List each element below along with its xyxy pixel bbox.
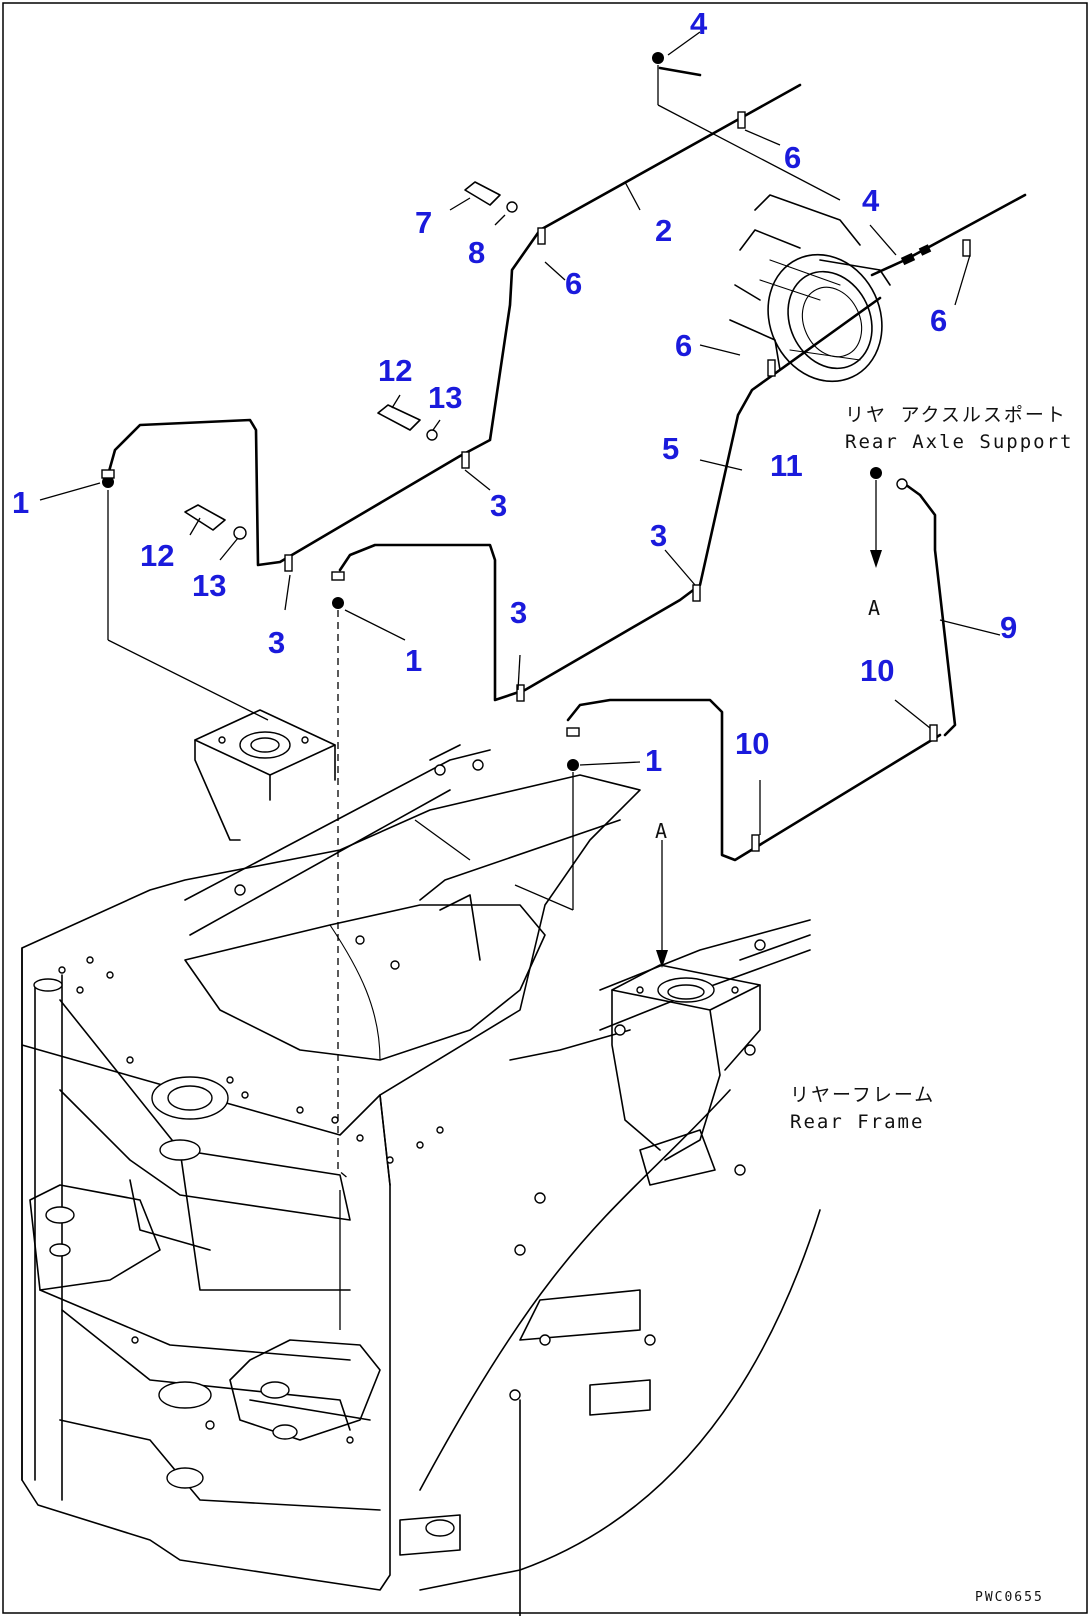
callout-5: 5 xyxy=(662,431,680,466)
callout-11: 11 xyxy=(770,448,803,483)
rear-frame-label-jp: リヤーフレーム xyxy=(790,1084,936,1106)
rear-frame xyxy=(21,774,821,1616)
callout-10: 10 xyxy=(860,653,895,688)
arrow-mark-a-upper: A xyxy=(868,596,880,620)
callout-8: 8 xyxy=(468,235,486,270)
rear-frame-label-en: Rear Frame xyxy=(790,1111,925,1133)
callout-4: 4 xyxy=(862,183,880,218)
callout-3: 3 xyxy=(490,488,508,523)
rear-axle-support-label-jp: リヤ アクスルスポート xyxy=(845,404,1067,426)
callout-7: 7 xyxy=(415,205,433,240)
right-support-bracket xyxy=(611,934,811,1186)
callout-6: 6 xyxy=(675,328,693,363)
fittings xyxy=(101,52,971,852)
callout-12: 12 xyxy=(140,538,175,573)
callout-13: 13 xyxy=(428,380,463,415)
arrow-mark-a-lower: A xyxy=(655,819,667,843)
callout-10: 10 xyxy=(735,726,770,761)
callout-1: 1 xyxy=(12,485,30,520)
leader-lines xyxy=(39,31,1001,1330)
callout-12: 12 xyxy=(378,353,413,388)
hydraulic-pipes xyxy=(106,66,1027,862)
callout-4: 4 xyxy=(690,6,708,41)
callout-6: 6 xyxy=(930,303,948,338)
drawing-code: PWC0655 xyxy=(975,1590,1044,1605)
callout-6: 6 xyxy=(784,140,802,175)
callout-2: 2 xyxy=(655,213,673,248)
upper-left-bracket xyxy=(184,709,491,936)
callout-9: 9 xyxy=(1000,610,1018,645)
callout-1: 1 xyxy=(645,743,663,778)
callout-1: 1 xyxy=(405,643,423,678)
callout-3: 3 xyxy=(268,625,286,660)
rear-axle-support xyxy=(729,194,891,383)
callout-3: 3 xyxy=(650,518,668,553)
callout-6: 6 xyxy=(565,266,583,301)
rear-axle-support-label-en: Rear Axle Support xyxy=(845,431,1074,453)
callout-3: 3 xyxy=(510,595,528,630)
callout-13: 13 xyxy=(192,568,227,603)
